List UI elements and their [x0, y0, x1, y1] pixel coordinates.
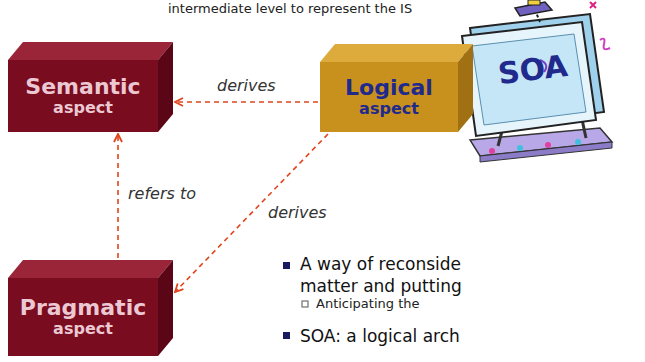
edge-label: derives [215, 76, 278, 95]
package-title: Semantic [25, 74, 140, 99]
edge-label: derives [266, 203, 329, 222]
bullet-text: A way of reconside [300, 254, 461, 274]
heading-fragment: intermediate level to represent the IS [168, 1, 412, 16]
edge-label: refers to [126, 184, 198, 203]
bullet-text: SOA: a logical arch [300, 326, 460, 346]
bullet-text: matter and putting [300, 276, 462, 296]
package-box: Pragmaticaspect [8, 278, 158, 356]
package-subtitle: aspect [53, 99, 113, 117]
package-title: Logical [345, 75, 433, 100]
package-title: Pragmatic [20, 295, 146, 320]
dashed-connector [118, 134, 119, 258]
package-subtitle: aspect [53, 320, 113, 338]
package-subtitle: aspect [359, 100, 419, 118]
sub-bullet-text: Anticipating the [316, 296, 420, 311]
connector-line [117, 134, 119, 258]
package-box: Logicalaspect [320, 62, 458, 132]
connector-line [175, 101, 318, 103]
dashed-connector [175, 102, 318, 103]
package-box: Semanticaspect [8, 60, 158, 132]
